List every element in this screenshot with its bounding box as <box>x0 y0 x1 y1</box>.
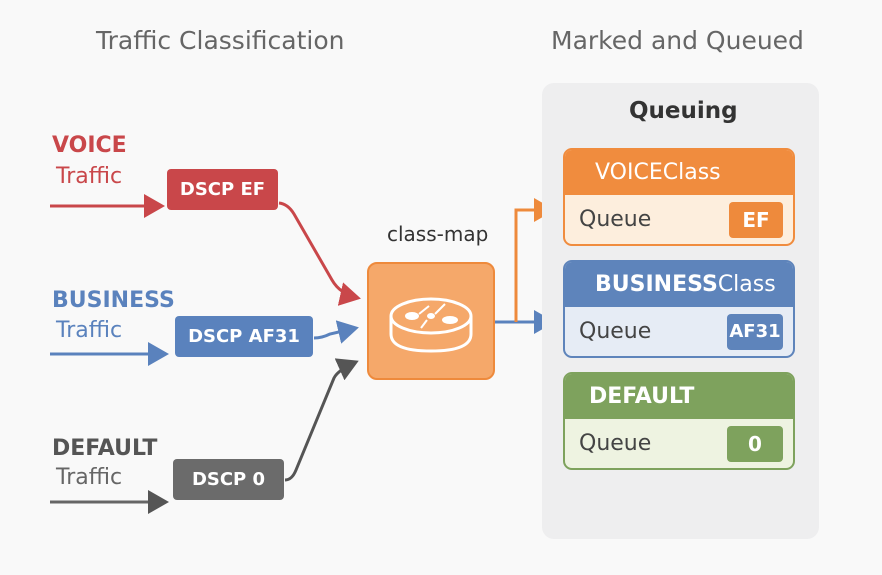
router-to-voice-queue-arrow <box>514 198 555 322</box>
voice-class-name: VOICE <box>595 160 663 185</box>
business-class-queue: BUSINESS Class Queue AF31 <box>563 260 795 358</box>
traffic-classification-heading: Traffic Classification <box>96 26 345 55</box>
default-to-router-arrow <box>284 358 359 482</box>
business-traffic-title: BUSINESS <box>52 288 175 313</box>
business-class-suffix: Class <box>717 272 776 297</box>
default-class-name: DEFAULT <box>589 384 695 409</box>
business-queue-badge: AF31 <box>727 313 783 350</box>
default-class-queue: DEFAULT Queue 0 <box>563 372 795 470</box>
voice-queue-row: Queue EF <box>565 195 793 244</box>
business-class-name: BUSINESS <box>595 272 718 297</box>
default-queue-label: Queue <box>579 431 652 456</box>
dscp-ef-tag: DSCP EF <box>167 169 278 210</box>
business-queue-row: Queue AF31 <box>565 307 793 356</box>
dscp-0-tag: DSCP 0 <box>173 459 284 500</box>
business-queue-label: Queue <box>579 319 652 344</box>
business-class-header: BUSINESS Class <box>565 262 793 307</box>
class-map-label: class-map <box>387 222 489 246</box>
router-icon <box>389 297 473 353</box>
voice-queue-badge: EF <box>729 201 783 238</box>
business-traffic-subtitle: Traffic <box>56 318 123 343</box>
default-queue-row: Queue 0 <box>565 419 793 468</box>
voice-queue-label: Queue <box>579 207 652 232</box>
business-to-router-arrow <box>313 320 359 344</box>
voice-traffic-subtitle: Traffic <box>56 164 123 189</box>
voice-class-suffix: Class <box>662 160 721 185</box>
class-map-router <box>367 262 495 380</box>
voice-traffic-title: VOICE <box>52 133 127 158</box>
default-traffic-subtitle: Traffic <box>56 465 123 490</box>
queuing-title: Queuing <box>629 98 738 124</box>
dscp-af31-tag: DSCP AF31 <box>175 316 313 357</box>
default-traffic-title: DEFAULT <box>52 436 158 461</box>
marked-and-queued-heading: Marked and Queued <box>551 26 804 55</box>
default-queue-badge: 0 <box>727 425 783 462</box>
voice-class-queue: VOICE Class Queue EF <box>563 148 795 246</box>
default-class-header: DEFAULT <box>565 374 793 419</box>
voice-class-header: VOICE Class <box>565 150 793 195</box>
voice-to-router-arrow <box>278 201 361 306</box>
